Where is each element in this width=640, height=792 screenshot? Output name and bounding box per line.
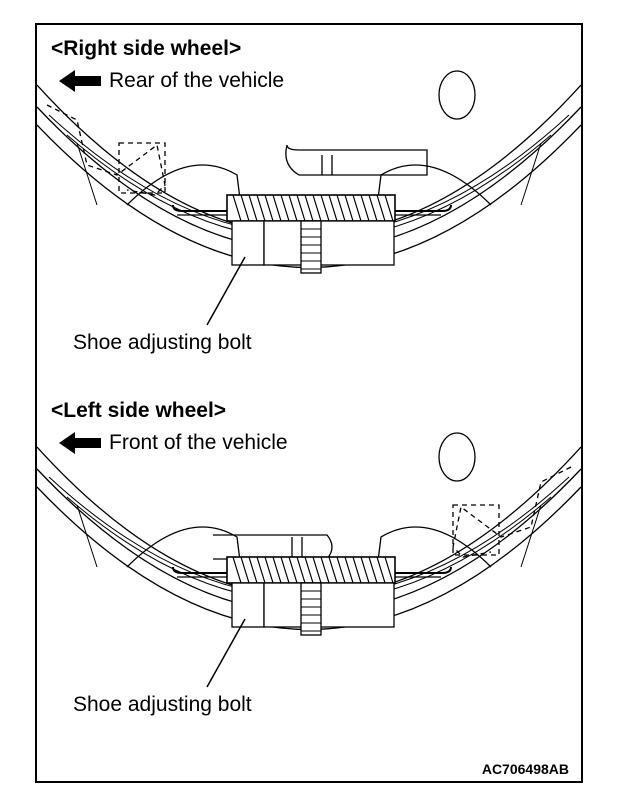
direction-label: Rear of the vehicle [109,69,285,92]
left-side-wheel-panel: <Left side wheel> Front of the vehicle S… [37,387,581,747]
right-side-wheel-panel: <Right side wheel> Rear of the vehicle S… [37,25,581,385]
panel-title: <Right side wheel> [51,37,246,61]
direction-indicator: Rear of the vehicle [59,69,289,93]
figure-frame: <Right side wheel> Rear of the vehicle S… [35,23,583,783]
left-wheel-brake-drawing [37,432,581,688]
callout-label: Shoe adjusting bolt [73,693,252,716]
right-wheel-brake-drawing [37,70,581,326]
direction-indicator: Front of the vehicle [59,431,292,455]
arrow-left-icon [59,432,101,454]
callout-label: Shoe adjusting bolt [73,331,252,354]
direction-label: Front of the vehicle [109,431,288,454]
panel-title: <Left side wheel> [51,399,231,423]
arrow-left-icon [59,70,101,92]
figure-code: AC706498AB [481,761,569,777]
